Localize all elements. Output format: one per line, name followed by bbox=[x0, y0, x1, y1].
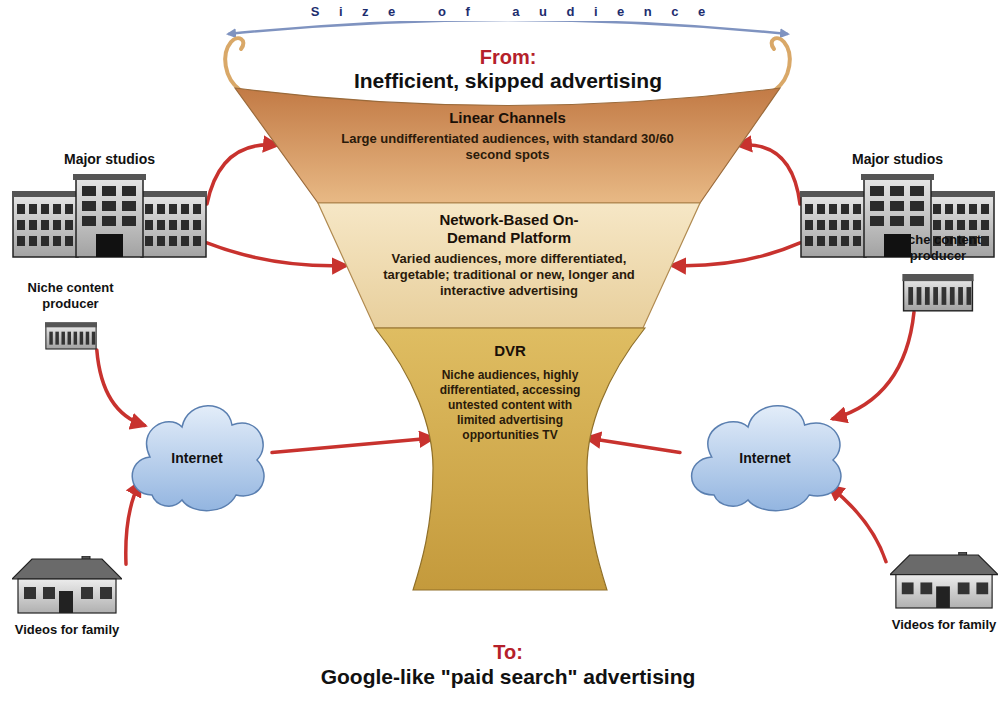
flow-arrow bbox=[97, 350, 145, 426]
producer-building-icon bbox=[45, 322, 97, 350]
heading-text: Inefficient, skipped advertising bbox=[354, 69, 662, 93]
building-node: Niche content producer bbox=[878, 232, 998, 312]
node-label: Niche content producer bbox=[18, 280, 123, 312]
funnel-band: Network-Based On-Demand PlatformVaried a… bbox=[318, 203, 700, 328]
house-icon bbox=[12, 556, 122, 614]
node-label: Niche content producer bbox=[878, 232, 998, 264]
axis-label: Size of audience bbox=[287, 3, 728, 21]
node-label: Major studios bbox=[800, 150, 995, 168]
flow-arrow bbox=[833, 312, 914, 419]
flow-arrow bbox=[126, 482, 140, 564]
node-label: Major studios bbox=[12, 150, 207, 168]
flow-arrow bbox=[830, 486, 886, 561]
node-label: Videos for family bbox=[8, 622, 126, 638]
direction-label: To: bbox=[493, 641, 523, 664]
funnel-band-shape bbox=[375, 328, 645, 590]
house-node: Videos for family bbox=[886, 552, 1002, 633]
flow-arrow bbox=[207, 243, 346, 266]
producer-building-icon bbox=[902, 274, 974, 312]
funnel-lip bbox=[772, 38, 790, 90]
internet-cloud: Internet bbox=[122, 385, 272, 520]
band-heading: Network-Based On-Demand Platform bbox=[419, 211, 599, 247]
band-description: Large undifferentiated audiences, with s… bbox=[323, 131, 693, 163]
node-label: Videos for family bbox=[886, 617, 1002, 633]
house-node: Videos for family bbox=[8, 556, 126, 638]
flow-arrow bbox=[672, 243, 800, 266]
flow-arrow bbox=[272, 438, 433, 453]
flow-arrow bbox=[738, 145, 800, 204]
building-node: Major studios bbox=[12, 150, 207, 258]
audience-size-arrow bbox=[228, 20, 788, 34]
flow-arrow bbox=[207, 145, 277, 204]
heading-text: Google-like "paid search" advertising bbox=[321, 665, 696, 689]
funnel-lip bbox=[225, 38, 243, 90]
building-node: Niche content producer bbox=[18, 280, 123, 350]
band-description: Varied audiences, more differentiated, t… bbox=[364, 251, 654, 299]
band-description: Niche audiences, highly differentiated, … bbox=[433, 368, 587, 443]
house-icon bbox=[890, 552, 998, 609]
flow-arrow bbox=[587, 438, 680, 453]
studio-building-icon bbox=[12, 174, 207, 258]
funnel-band: Linear ChannelsLarge undifferentiated au… bbox=[235, 85, 780, 203]
cloud-label: Internet bbox=[739, 450, 790, 466]
direction-label: From: bbox=[480, 46, 537, 69]
internet-cloud: Internet bbox=[680, 385, 850, 520]
band-heading: DVR bbox=[435, 342, 585, 360]
funnel-band: DVR Niche audiences, highly differentiate… bbox=[375, 328, 645, 590]
band-heading: Linear Channels bbox=[348, 109, 668, 127]
cloud-label: Internet bbox=[171, 450, 222, 466]
